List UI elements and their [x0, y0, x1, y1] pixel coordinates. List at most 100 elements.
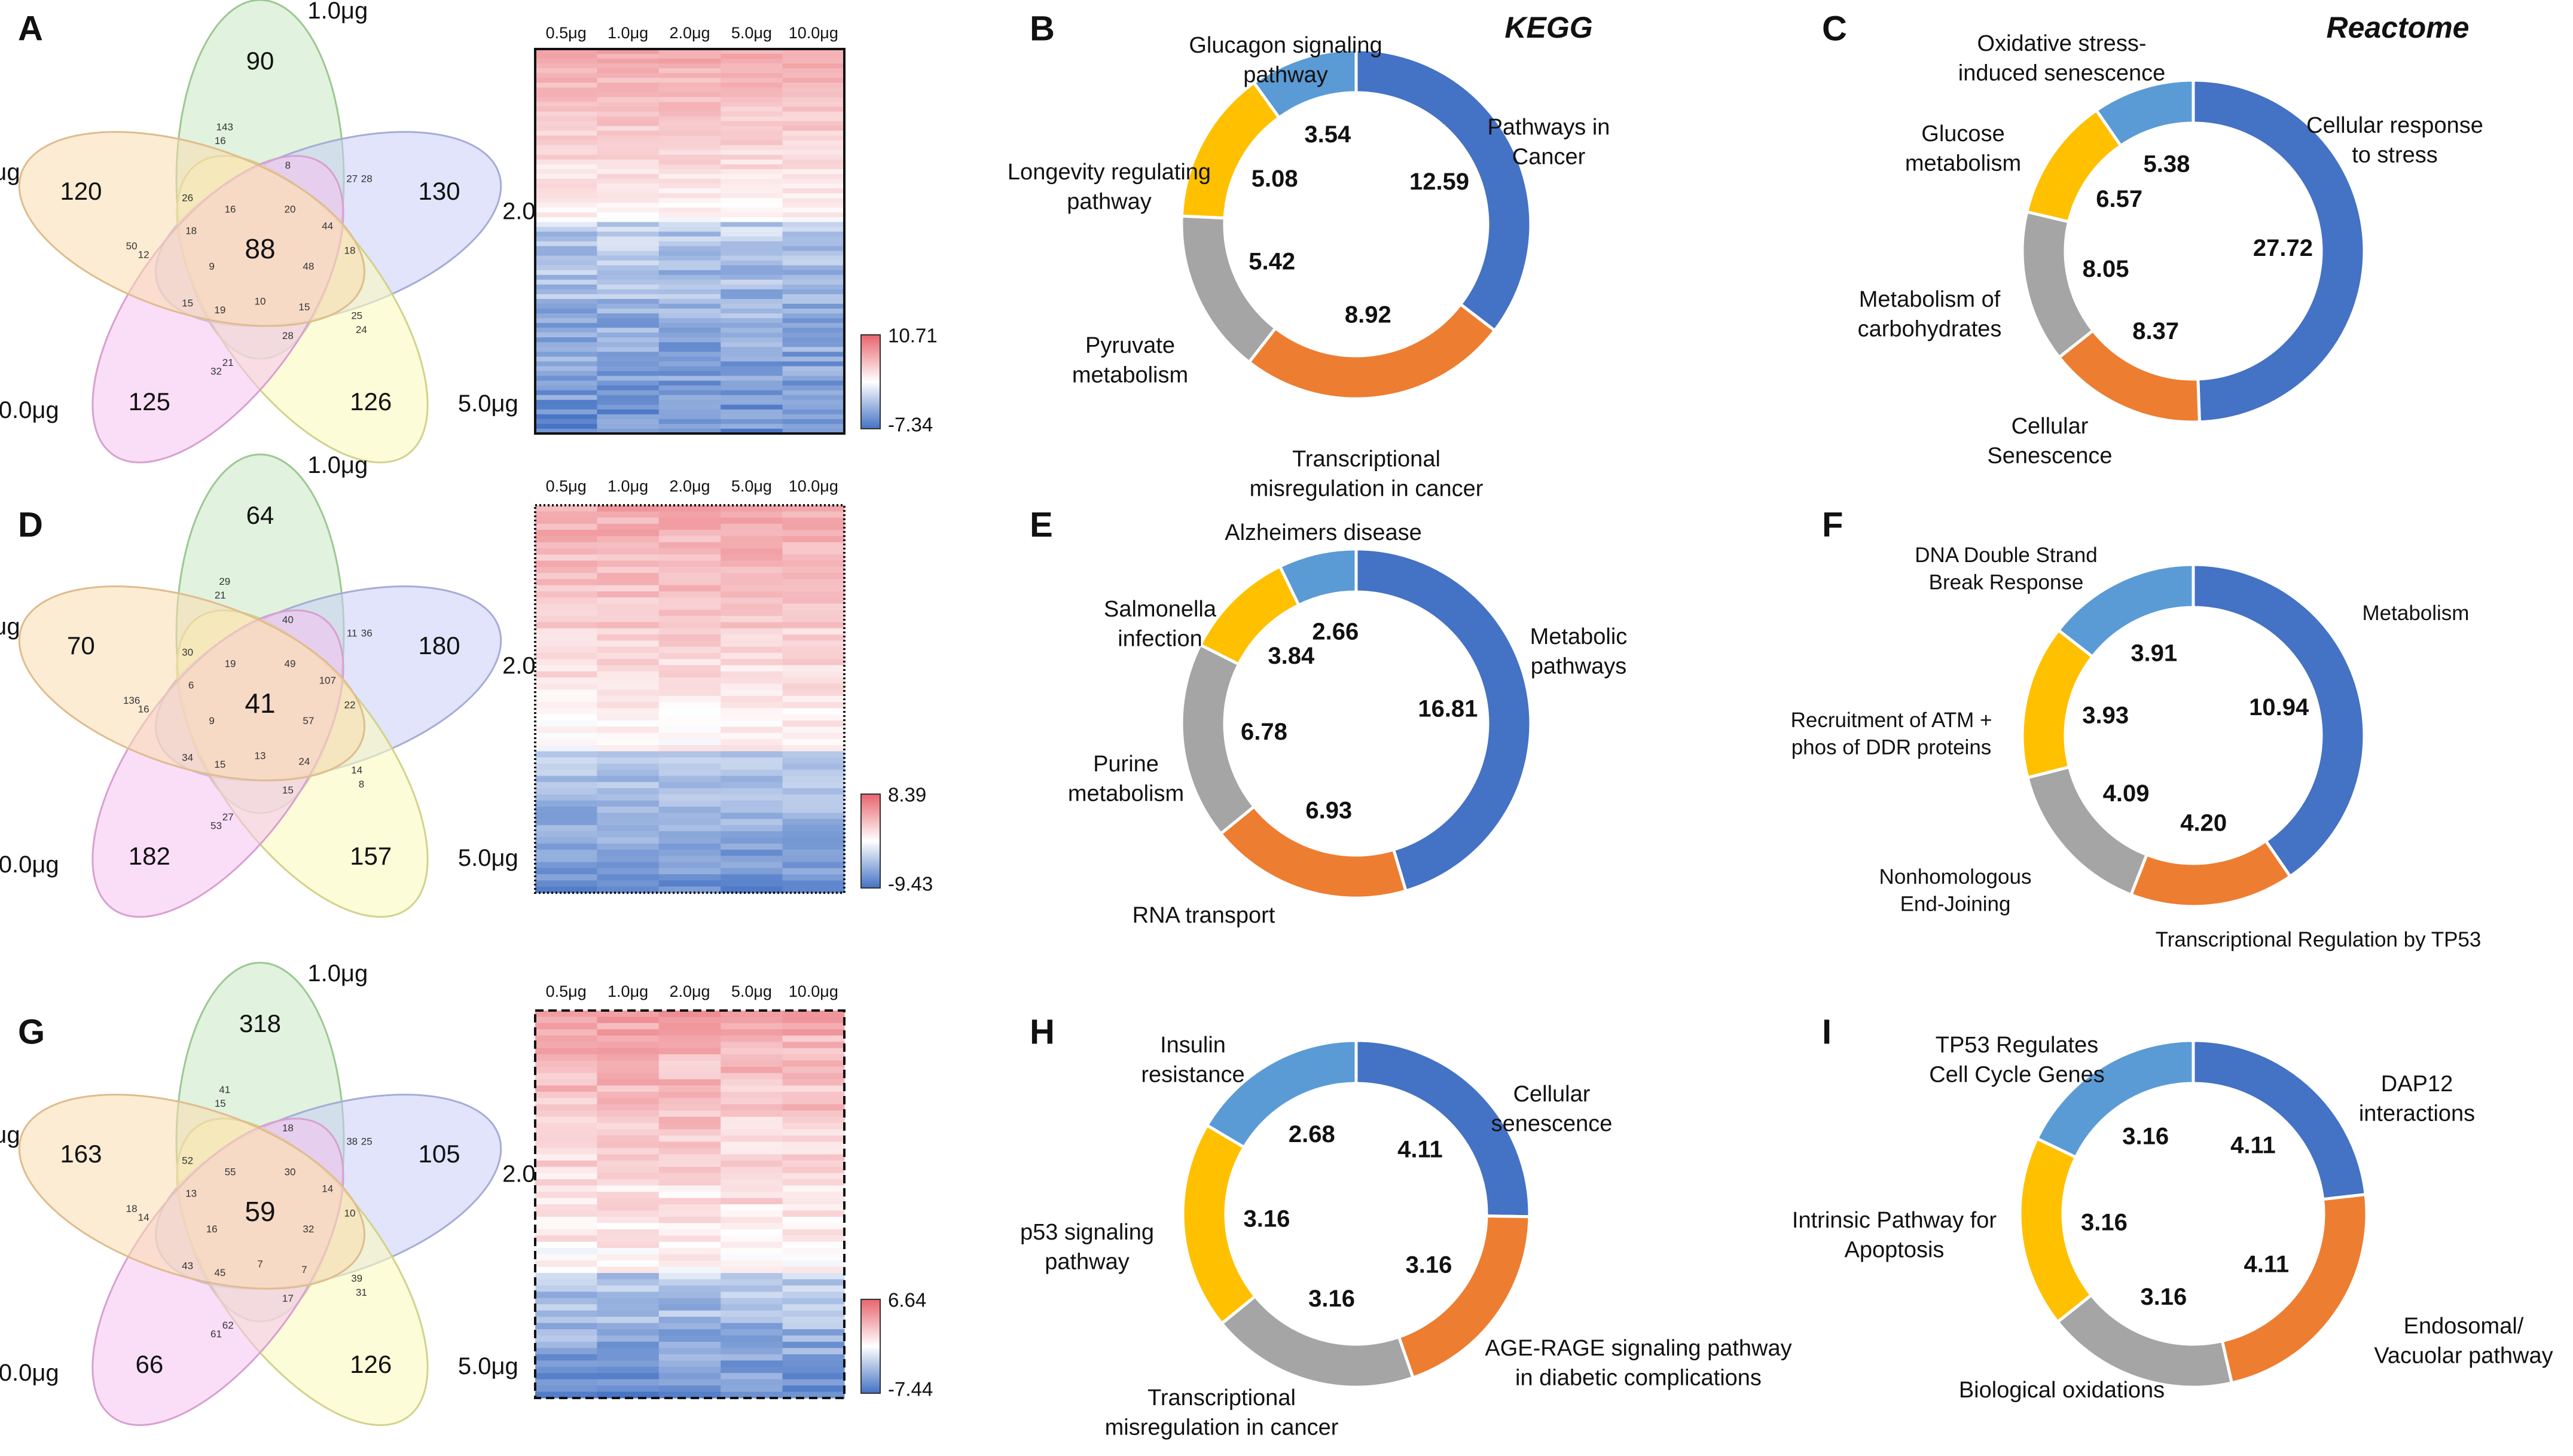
- heatmap-cell: [535, 689, 597, 697]
- heatmap-cell: [721, 794, 783, 801]
- heatmap-cell: [658, 63, 721, 69]
- donut-slice-label-line: Cancer: [1512, 144, 1586, 169]
- heatmap-cell: [597, 1198, 660, 1205]
- heatmap-cell: [658, 776, 721, 783]
- donut-slice-label-line: pathway: [1243, 62, 1328, 87]
- heatmap-cell: [597, 1141, 660, 1149]
- heatmap-cell: [535, 1298, 597, 1305]
- heatmap-cell: [535, 193, 597, 199]
- heatmap-cell: [782, 1260, 845, 1268]
- heatmap-cell: [721, 1136, 783, 1143]
- donut-slice-label-line: Cellular: [1513, 1082, 1591, 1107]
- heatmap-cell: [597, 1323, 660, 1330]
- venn-intersection-count: 13: [185, 1188, 197, 1199]
- heatmap-cell: [782, 1154, 845, 1161]
- heatmap-cell: [535, 130, 597, 136]
- venn-unique-count: 126: [350, 387, 392, 416]
- heatmap-cell: [782, 68, 845, 74]
- heatmap-cell: [658, 505, 721, 512]
- heatmap-cell: [535, 380, 597, 386]
- venn-unique-count: 70: [67, 631, 95, 660]
- venn-unique-count: 105: [419, 1140, 460, 1168]
- donut-slice-label-line: Intrinsic Pathway for: [1792, 1208, 1997, 1233]
- heatmap-cell: [721, 1385, 783, 1393]
- heatmap-cell: [658, 1022, 721, 1030]
- heatmap-cell: [658, 241, 721, 247]
- venn-intersection-count: 7: [301, 1264, 307, 1275]
- heatmap-cell: [782, 1354, 845, 1361]
- heatmap-cell: [658, 1216, 721, 1223]
- heatmap-cell: [597, 536, 660, 543]
- venn-unique-count: 182: [129, 842, 170, 870]
- heatmap-cell: [658, 1385, 721, 1393]
- heatmap-cell: [597, 361, 660, 367]
- heatmap-cell: [597, 318, 660, 323]
- heatmap-cell: [658, 702, 721, 709]
- donut-value-label: 3.93: [2082, 703, 2129, 729]
- heatmap-cell: [535, 819, 597, 826]
- heatmap-cell: [658, 1104, 721, 1111]
- venn-intersection-count: 52: [182, 1155, 193, 1166]
- heatmap-cell: [721, 246, 783, 252]
- heatmap-cell: [597, 1379, 660, 1386]
- venn-intersection-count: 25: [361, 1136, 373, 1147]
- heatmap-cell: [721, 1266, 783, 1274]
- heatmap-cell: [597, 702, 660, 709]
- heatmap-cell: [782, 831, 845, 838]
- heatmap-cell: [721, 352, 783, 357]
- heatmap-cell: [597, 337, 660, 343]
- heatmap-cell: [658, 1110, 721, 1118]
- heatmap-cell: [535, 1241, 597, 1249]
- heatmap-cell: [597, 1192, 660, 1199]
- venn-intersection-count: 9: [209, 715, 214, 727]
- heatmap-cell: [535, 342, 597, 347]
- heatmap-cell: [597, 874, 660, 881]
- donut-value-label: 27.72: [2253, 235, 2313, 261]
- heatmap-cell: [658, 121, 721, 127]
- heatmap-cell: [597, 831, 660, 838]
- heatmap-cell: [658, 309, 721, 314]
- heatmap-cell: [721, 1348, 783, 1355]
- donut-value-label: 2.66: [1312, 618, 1359, 645]
- heatmap-cell: [721, 1022, 783, 1030]
- heatmap-cell: [658, 807, 721, 813]
- heatmap-cell: [782, 1304, 845, 1311]
- heatmap-cell: [597, 738, 660, 746]
- heatmap-cell: [535, 260, 597, 266]
- donut-slice: [2094, 78, 2195, 148]
- heatmap-cell: [721, 130, 783, 136]
- heatmap-cell: [597, 414, 660, 420]
- heatmap-cell: [535, 111, 597, 117]
- heatmap-cell: [658, 1229, 721, 1236]
- heatmap-cell: [782, 862, 845, 869]
- heatmap-cell: [658, 1379, 721, 1386]
- venn-intersection-count: 28: [361, 173, 373, 184]
- heatmap-cell: [535, 1235, 597, 1243]
- donut-value-label: 2.68: [1289, 1121, 1335, 1147]
- heatmap-cell: [597, 102, 660, 108]
- heatmap-cell: [721, 149, 783, 155]
- panel-letter-f: F: [1822, 505, 1843, 544]
- heatmap-cell: [658, 423, 721, 429]
- heatmap-cell: [535, 207, 597, 213]
- heatmap-cell: [535, 1123, 597, 1130]
- donut-slice-label-line: induced senescence: [1958, 60, 2165, 86]
- heatmap-cell: [782, 566, 845, 573]
- heatmap-cell: [721, 560, 783, 567]
- panel-letter-h: H: [1030, 1012, 1055, 1051]
- heatmap-cell: [535, 409, 597, 415]
- venn-intersection-count: 26: [182, 192, 193, 203]
- heatmap-cell: [597, 671, 660, 678]
- heatmap-cell: [597, 1210, 660, 1217]
- heatmap-cell: [782, 380, 845, 386]
- donut-slice-label-line: metabolism: [1072, 362, 1188, 387]
- donut-slice-label-line: Cell Cycle Genes: [1929, 1062, 2105, 1087]
- heatmap-cell: [658, 609, 721, 616]
- heatmap-cell: [597, 622, 660, 629]
- heatmap-cell: [597, 198, 660, 203]
